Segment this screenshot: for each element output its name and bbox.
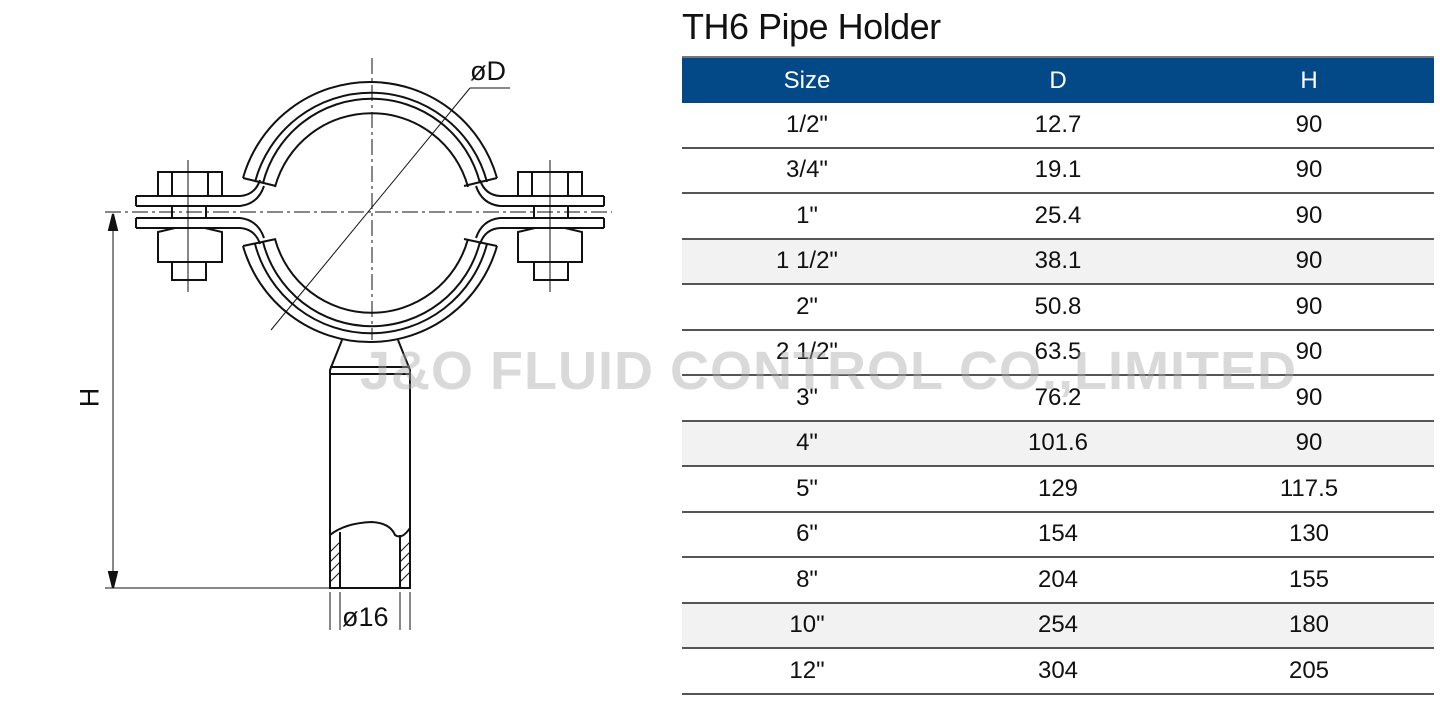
h-cell: 90 bbox=[1184, 103, 1434, 149]
size-cell: 2 1/2" bbox=[682, 329, 932, 376]
h-cell: 117.5 bbox=[1184, 466, 1434, 513]
d-cell: 38.1 bbox=[932, 238, 1184, 285]
h-cell: 90 bbox=[1184, 193, 1434, 240]
size-cell: 8" bbox=[682, 557, 932, 604]
rod-diameter-label: ø16 bbox=[342, 602, 389, 632]
pipe-holder-drawing-icon bbox=[105, 58, 612, 630]
h-cell: 130 bbox=[1184, 511, 1434, 558]
d-cell: 63.5 bbox=[932, 329, 1184, 376]
h-cell: 90 bbox=[1184, 375, 1434, 422]
h-cell: 90 bbox=[1184, 147, 1434, 194]
d-cell: 101.6 bbox=[932, 420, 1184, 467]
size-cell: 6" bbox=[682, 511, 932, 558]
col-h-header: H bbox=[1184, 56, 1434, 103]
size-cell: 1/2" bbox=[682, 103, 932, 149]
h-cell: 180 bbox=[1184, 602, 1434, 649]
diameter-label: øD bbox=[470, 56, 506, 86]
size-cell: 2" bbox=[682, 284, 932, 331]
table-header-row: Size D H bbox=[682, 56, 1434, 103]
size-cell: 3" bbox=[682, 375, 932, 422]
d-cell: 204 bbox=[932, 557, 1184, 604]
d-cell: 12.7 bbox=[932, 103, 1184, 149]
size-cell: 3/4" bbox=[682, 147, 932, 194]
h-cell: 90 bbox=[1184, 238, 1434, 285]
h-cell: 205 bbox=[1184, 648, 1434, 695]
page-title: TH6 Pipe Holder bbox=[682, 6, 941, 47]
size-cell: 1" bbox=[682, 193, 932, 240]
size-cell: 1 1/2" bbox=[682, 238, 932, 285]
d-cell: 25.4 bbox=[932, 193, 1184, 240]
height-label: H bbox=[74, 387, 105, 408]
size-cell: 10" bbox=[682, 602, 932, 649]
h-cell: 90 bbox=[1184, 329, 1434, 376]
technical-drawing: øD H ø16 bbox=[0, 0, 680, 705]
d-cell: 129 bbox=[932, 466, 1184, 513]
d-cell: 76.2 bbox=[932, 375, 1184, 422]
d-cell: 19.1 bbox=[932, 147, 1184, 194]
size-cell: 4" bbox=[682, 420, 932, 467]
col-size-header: Size bbox=[682, 56, 932, 103]
d-cell: 154 bbox=[932, 511, 1184, 558]
d-cell: 50.8 bbox=[932, 284, 1184, 331]
h-cell: 90 bbox=[1184, 420, 1434, 467]
d-cell: 304 bbox=[932, 648, 1184, 695]
h-cell: 155 bbox=[1184, 557, 1434, 604]
d-cell: 254 bbox=[932, 602, 1184, 649]
col-d-header: D bbox=[932, 56, 1184, 103]
size-cell: 12" bbox=[682, 648, 932, 695]
h-cell: 90 bbox=[1184, 284, 1434, 331]
size-cell: 5" bbox=[682, 466, 932, 513]
